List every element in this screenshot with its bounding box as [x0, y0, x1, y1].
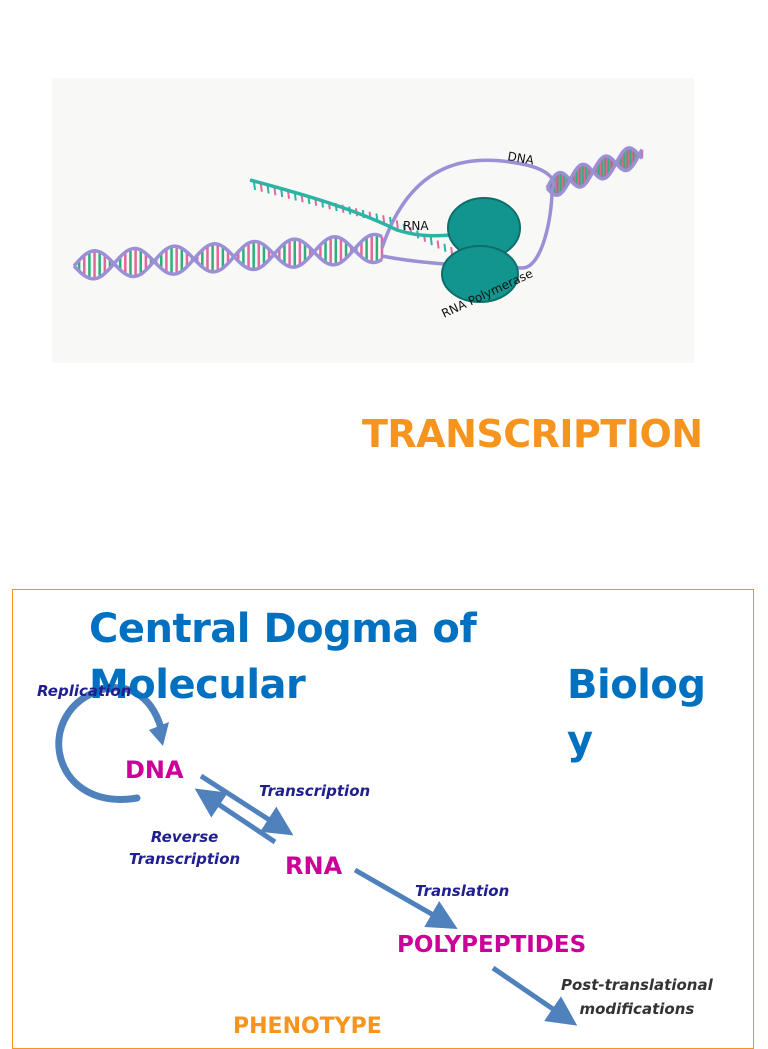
- polypeptides-node: POLYPEPTIDES: [397, 932, 587, 958]
- dogma-arrows: [55, 684, 578, 1026]
- rna-transcript-strand: [249, 178, 461, 238]
- rna-base: [436, 240, 440, 249]
- reverse-transcription-label: Reverse Transcription: [129, 826, 240, 870]
- phenotype-node: PHENOTYPE: [233, 1014, 382, 1039]
- helix-strands: [72, 146, 644, 281]
- modification-arrow: [491, 965, 578, 1026]
- transcription-arrow: [199, 773, 294, 836]
- slide-title-line-2: Molecular: [89, 662, 306, 708]
- left-dna-helix-strand-1: [72, 232, 383, 281]
- rna-base: [273, 187, 277, 196]
- transcription-heading: TRANSCRIPTION: [362, 412, 703, 456]
- dna-transcription-drawing: DNA RNA RNA Polymerase: [72, 146, 644, 321]
- rna-base: [253, 181, 256, 191]
- replication-loop-arrow: [55, 684, 165, 803]
- reverse-transcription-line-1: Reverse: [150, 828, 219, 846]
- translation-arrow: [353, 867, 458, 929]
- reverse-transcription-arrow: [194, 788, 277, 845]
- left-dna-helix-strand-2: [72, 235, 383, 279]
- replication-label: Replication: [37, 682, 132, 700]
- dna-node: DNA: [125, 756, 184, 784]
- rna-label: RNA: [403, 219, 429, 233]
- right-dna-helix-strand-2: [545, 148, 644, 189]
- right-dna-helix-strand-1: [545, 146, 644, 197]
- replication-arrowhead: [149, 722, 169, 746]
- reverse-transcription-line-2: Transcription: [129, 850, 241, 868]
- post-translational-label: Post-translational modifications: [561, 973, 713, 1021]
- slide-title-line-3: Biolog: [567, 662, 706, 708]
- rna-base: [259, 183, 263, 192]
- polymerase-lower-lobe: [441, 245, 519, 303]
- post-translational-line-1: Post-translational: [561, 976, 713, 994]
- translation-label: Translation: [415, 882, 510, 900]
- dna-bubble-lower: [381, 189, 554, 270]
- rna-base: [382, 215, 386, 224]
- transcription-illustration: DNA RNA RNA Polymerase: [52, 78, 694, 363]
- dna-bubble-upper: [380, 158, 556, 249]
- rna-base: [395, 220, 399, 229]
- rna-base: [443, 243, 447, 252]
- rna-base: [266, 185, 270, 194]
- dna-label: DNA: [506, 149, 535, 168]
- post-translational-line-2: modifications: [579, 1000, 695, 1018]
- rna-base: [429, 236, 433, 246]
- rna-node: RNA: [285, 852, 343, 880]
- transcription-label: Transcription: [259, 782, 371, 800]
- slide-title-line-4: y: [567, 718, 593, 764]
- central-dogma-slide: Central Dogma of Molecular Biolog y Repl…: [12, 589, 754, 1049]
- slide-title-line-1: Central Dogma of: [89, 606, 477, 652]
